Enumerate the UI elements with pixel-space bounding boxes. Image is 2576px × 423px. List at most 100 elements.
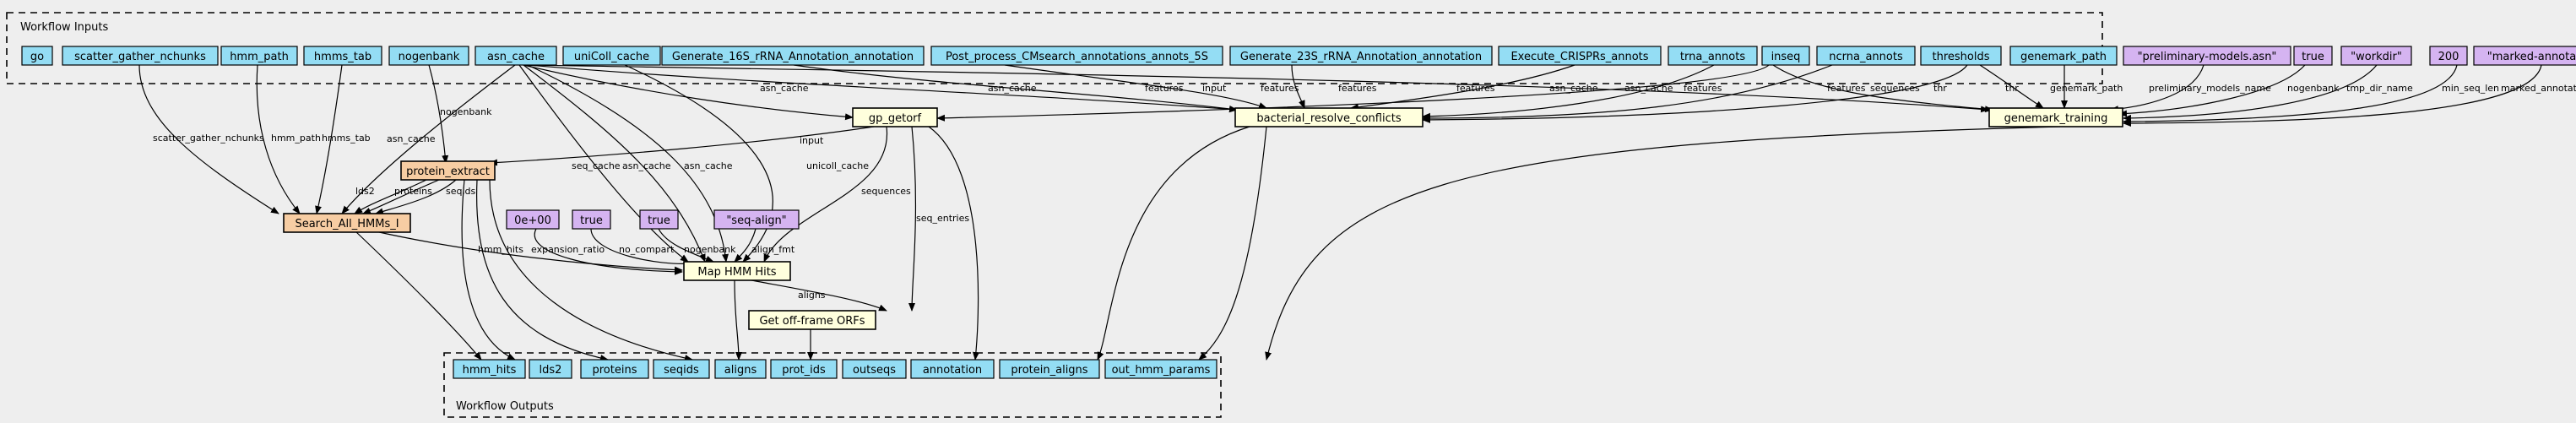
node-trna[interactable]: trna_annots xyxy=(1668,46,1758,66)
node-box xyxy=(283,213,411,233)
node-d-true3[interactable]: true xyxy=(639,209,679,230)
edge-16s-bact xyxy=(793,64,1238,112)
node-box xyxy=(910,359,995,379)
edge-marked-gm xyxy=(2123,64,2542,127)
edge-crisprs-bact xyxy=(1350,64,1575,111)
node-box xyxy=(639,209,679,230)
edge-label-seqcache: seq_cache xyxy=(572,160,621,171)
node-o-out-hmm-params[interactable]: out_hmm_params xyxy=(1104,359,1217,379)
edge-labels: scatter_gather_nchunks hmm_path hmms_tab… xyxy=(153,83,2576,301)
node-o-seqids[interactable]: seqids xyxy=(653,359,710,379)
node-o-lds2[interactable]: lds2 xyxy=(529,359,572,379)
node-asn-cache[interactable]: asn_cache xyxy=(475,46,557,66)
edge-trna-bact xyxy=(1422,64,1715,120)
node-genemark-training[interactable]: genemark_training xyxy=(1988,107,2123,127)
node-hmm-path[interactable]: hmm_path xyxy=(220,46,298,66)
node-gen16s[interactable]: Generate_16S_rRNA_Annotation_annotation xyxy=(661,46,925,66)
node-box xyxy=(1229,46,1493,66)
node-box xyxy=(303,46,382,66)
edges xyxy=(138,64,2542,362)
edge-label-seqids: seqids xyxy=(446,186,476,197)
node-d-marked[interactable]: "marked-annotation.asn" xyxy=(2473,46,2576,66)
node-label: hmm_path xyxy=(230,51,289,63)
edge-label-proteins: proteins xyxy=(394,186,432,197)
edge-label-features3: features xyxy=(1338,83,1377,94)
edge-bact-proteinaligns xyxy=(1198,126,1267,361)
node-label: gp_getorf xyxy=(869,112,922,125)
edge-label-hmmhits: hmm_hits xyxy=(478,244,523,255)
node-label: thresholds xyxy=(1933,51,1990,63)
node-box xyxy=(2429,46,2468,66)
node-box xyxy=(1668,46,1758,66)
edge-label-marked: marked_annotation_name xyxy=(2501,83,2576,94)
node-o-hmm-hits[interactable]: hmm_hits xyxy=(453,359,526,379)
node-o-annotation[interactable]: annotation xyxy=(910,359,995,379)
node-o-protein-aligns[interactable]: protein_aligns xyxy=(999,359,1100,379)
node-box xyxy=(1104,359,1217,379)
node-ncrna[interactable]: ncrna_annots xyxy=(1816,46,1916,66)
node-d-prelim[interactable]: "preliminary-models.asn" xyxy=(2123,46,2291,66)
node-label: seqids xyxy=(664,364,699,377)
node-label: "seq-align" xyxy=(726,214,786,227)
node-scatter-gather-nchunks[interactable]: scatter_gather_nchunks xyxy=(62,46,219,66)
node-o-aligns[interactable]: aligns xyxy=(714,359,767,379)
node-thresholds[interactable]: thresholds xyxy=(1920,46,2002,66)
edge-label-features2: features xyxy=(1261,83,1299,94)
edge-label-features4: features xyxy=(1456,83,1495,94)
node-genemark-path[interactable]: genemark_path xyxy=(2009,46,2118,66)
edge-label-gp-input: input xyxy=(800,135,824,146)
node-o-outseqs[interactable]: outseqs xyxy=(842,359,907,379)
edge-label-gp-sequences: sequences xyxy=(861,186,911,197)
node-label: Generate_16S_rRNA_Annotation_annotation xyxy=(672,51,914,63)
edge-label-features6: features xyxy=(1827,83,1866,94)
node-d-0e[interactable]: 0e+00 xyxy=(506,209,560,230)
node-post5s[interactable]: Post_process_CMsearch_annotations_annots… xyxy=(930,46,1223,66)
node-d-true1[interactable]: true xyxy=(2293,46,2333,66)
node-box xyxy=(1761,46,1810,66)
node-box xyxy=(1920,46,2002,66)
node-search-hmms[interactable]: Search_All_HMMs_I xyxy=(283,213,411,233)
node-bacterial[interactable]: bacterial_resolve_conflicts xyxy=(1234,107,1424,127)
edge-label-prelim: preliminary_models_name xyxy=(2149,83,2271,94)
node-d-200[interactable]: 200 xyxy=(2429,46,2468,66)
edge-label-nogenbank1: nogenbank xyxy=(440,106,492,117)
node-hmms-tab[interactable]: hmms_tab xyxy=(303,46,382,66)
node-offframe[interactable]: Get off-frame ORFs xyxy=(748,310,876,330)
workflow-outputs-cluster xyxy=(443,352,1222,418)
node-inseq[interactable]: inseq xyxy=(1761,46,1810,66)
node-box xyxy=(2473,46,2576,66)
node-map-hmm[interactable]: Map HMM Hits xyxy=(683,261,791,281)
node-go[interactable]: go xyxy=(21,46,53,66)
node-label: prot_ids xyxy=(782,364,826,377)
edge-label-tmpdir: tmp_dir_name xyxy=(2346,83,2413,94)
edge-search-hmmhits xyxy=(354,230,482,361)
node-label: hmm_hits xyxy=(463,364,517,377)
node-gp-getorf[interactable]: gp_getorf xyxy=(852,107,938,127)
node-box xyxy=(930,46,1223,66)
node-gen23s[interactable]: Generate_23S_rRNA_Annotation_annotation xyxy=(1229,46,1493,66)
edge-map-offframe xyxy=(751,279,887,312)
node-box xyxy=(2340,46,2412,66)
edge-label-asncache-gm2: asn_cache xyxy=(1624,83,1673,94)
edge-asncache-bact xyxy=(527,64,1238,113)
node-box xyxy=(572,209,611,230)
node-nogenbank[interactable]: nogenbank xyxy=(388,46,469,66)
edge-search-map xyxy=(371,230,683,274)
node-d-seqalign[interactable]: "seq-align" xyxy=(713,209,800,230)
node-d-workdir[interactable]: "workdir" xyxy=(2340,46,2412,66)
node-protein-extract[interactable]: protein_extract xyxy=(400,160,496,181)
node-label: out_hmm_params xyxy=(1112,364,1211,377)
edge-prelim-gm xyxy=(2110,64,2205,113)
workflow-outputs-title: Workflow Outputs xyxy=(456,400,554,413)
node-box xyxy=(21,46,53,66)
node-d-true2[interactable]: true xyxy=(572,209,611,230)
node-crisprs[interactable]: Execute_CRISPRs_annots xyxy=(1498,46,1662,66)
node-o-prot-ids[interactable]: prot_ids xyxy=(770,359,838,379)
node-label: Post_process_CMsearch_annotations_annots… xyxy=(946,51,1208,63)
node-uniColl-cache[interactable]: uniColl_cache xyxy=(562,46,661,66)
edge-protein-outseqids xyxy=(489,179,693,362)
edge-thr-bact xyxy=(1422,64,1968,123)
node-o-proteins[interactable]: proteins xyxy=(580,359,649,379)
node-label: ncrna_annots xyxy=(1829,51,1903,63)
node-box xyxy=(388,46,469,66)
